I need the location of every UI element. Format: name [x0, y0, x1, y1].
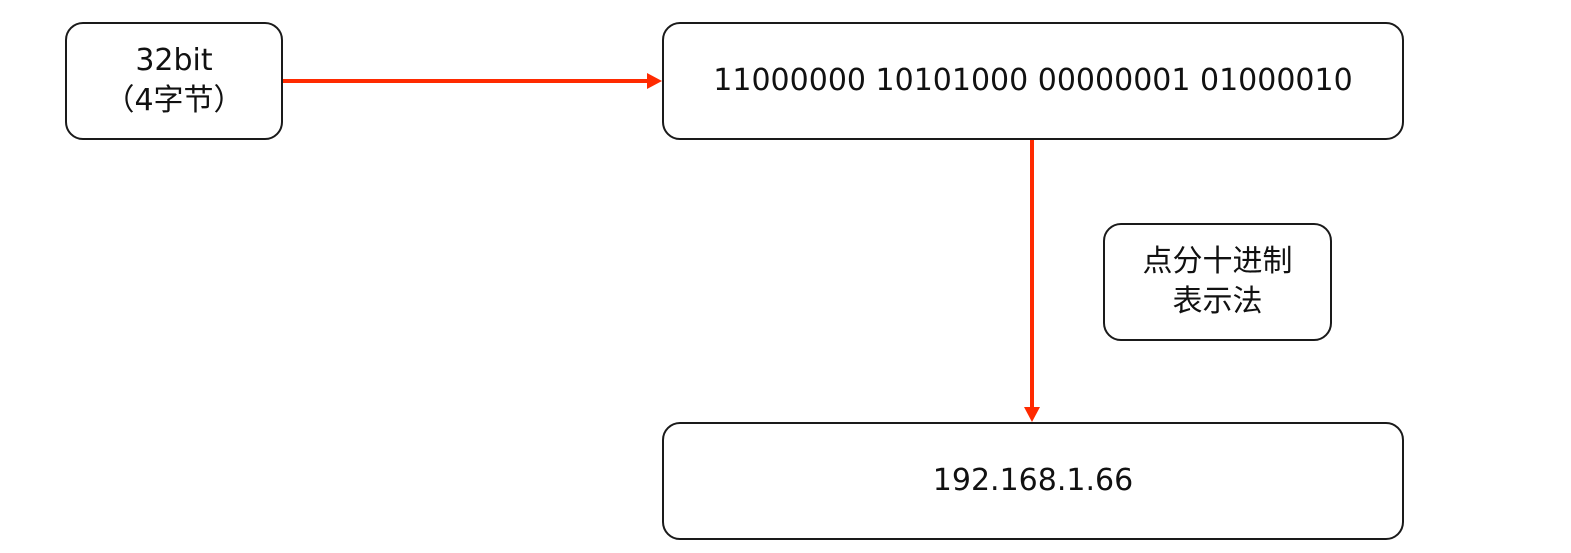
dotted-decimal-text: 192.168.1.66: [932, 463, 1134, 498]
binary-box: 11000000 10101000 00000001 01000010: [662, 22, 1404, 140]
dotted-decimal-box: 192.168.1.66: [662, 422, 1404, 540]
notation-label-line1: 点分十进制: [1142, 244, 1293, 279]
size-label: 32bit: [135, 43, 213, 78]
notation-box: 点分十进制 表示法: [1103, 223, 1332, 341]
arrowhead-right: [647, 73, 662, 89]
size-bytes-label: （4字节）: [104, 83, 244, 118]
binary-address-text: 11000000 10101000 00000001 01000010: [713, 63, 1353, 98]
arrowhead-down: [1024, 407, 1040, 422]
size-box: 32bit （4字节）: [65, 22, 283, 140]
notation-label-line2: 表示法: [1172, 284, 1263, 319]
